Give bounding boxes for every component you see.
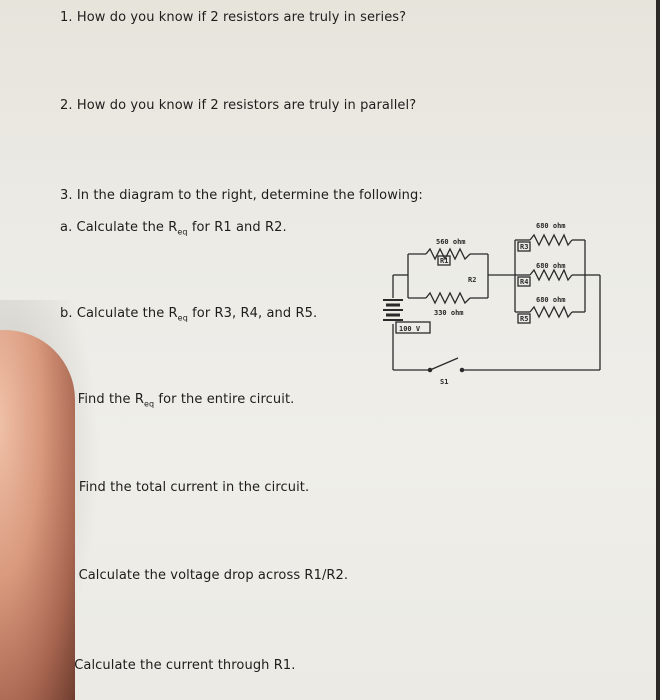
r4-label: R4 (520, 278, 528, 286)
question-3c: c. Find the Req for the entire circuit. (62, 392, 294, 409)
question-1: 1. How do you know if 2 resistors are tr… (60, 10, 407, 25)
switch-label: S1 (440, 378, 448, 386)
question-3b-text: b. Calculate the R (60, 306, 178, 321)
paper-right-edge (656, 0, 660, 700)
r2-label: R2 (468, 276, 476, 284)
battery-label-box (395, 321, 431, 334)
question-3f: f. Calculate the current through R1. (62, 658, 296, 673)
resistor-r2 (425, 291, 471, 305)
question-2: 2. How do you know if 2 resistors are tr… (60, 98, 417, 113)
r2-value: 330 ohm (434, 309, 464, 317)
r4-value: 680 ohm (536, 262, 566, 270)
r3-label: R3 (520, 243, 528, 251)
req-subscript: eq (143, 399, 155, 409)
req-subscript: eq (177, 227, 188, 237)
question-3d: d. Find the total current in the circuit… (62, 480, 310, 495)
question-3a-tail: for R1 and R2. (187, 220, 287, 235)
question-3b-tail: for R3, R4, and R5. (187, 306, 318, 321)
question-3e: e. Calculate the voltage drop across R1/… (62, 568, 349, 583)
question-3b: b. Calculate the Req for R3, R4, and R5. (60, 306, 317, 323)
question-3a: a. Calculate the Req for R1 and R2. (60, 220, 287, 237)
switch-lever (429, 357, 459, 371)
question-3c-text: c. Find the R (62, 392, 144, 407)
circuit-diagram: 560 ohm R1 R2 330 ohm 680 ohm R3 680 ohm… (383, 222, 601, 386)
battery-value: 100 V (399, 325, 421, 333)
resistor-r4 (529, 268, 573, 282)
resistor-r1 (425, 247, 471, 261)
r5-label: R5 (520, 315, 528, 323)
thumb-photo-obstruction (0, 330, 75, 700)
r4-label-box (517, 276, 531, 287)
r5-label-box (517, 313, 531, 324)
r1-label-box (437, 255, 451, 266)
r3-label-box (517, 241, 531, 252)
r1-value: 560 ohm (436, 238, 466, 246)
question-3c-tail: for the entire circuit. (154, 392, 295, 407)
question-3a-text: a. Calculate the R (60, 220, 178, 235)
resistor-r3 (529, 233, 573, 247)
battery-symbol (383, 299, 403, 321)
question-3: 3. In the diagram to the right, determin… (60, 188, 423, 203)
r5-value: 680 ohm (536, 296, 566, 304)
r1-label: R1 (440, 257, 448, 265)
req-subscript: eq (177, 313, 188, 323)
r3-value: 680 ohm (536, 222, 566, 230)
resistor-r5 (529, 305, 573, 319)
switch-contact-right (459, 367, 465, 373)
